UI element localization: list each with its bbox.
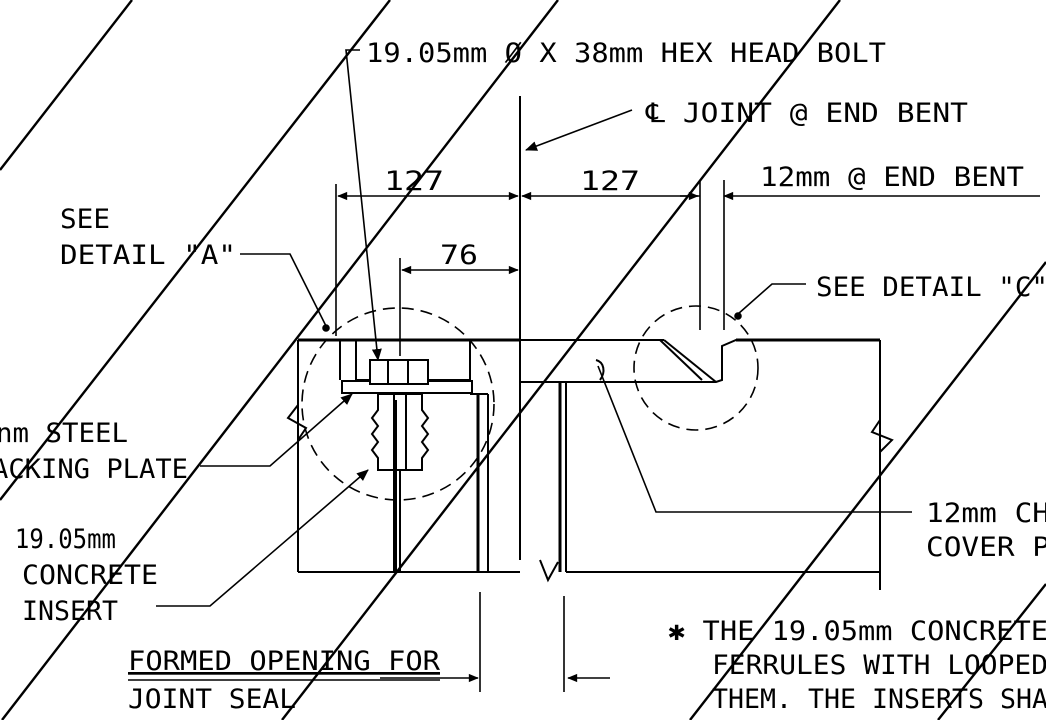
see-label: SEE xyxy=(60,204,110,235)
steel-plate-label-1: nm STEEL xyxy=(0,418,128,449)
centerline-label: ℄ JOINT @ END BENT xyxy=(645,98,968,129)
formed-opening xyxy=(470,382,567,572)
formed-opening-label-2: JOINT SEAL xyxy=(128,684,296,715)
dimension-lines xyxy=(335,180,1040,692)
insert-label-1: * 19.05mm xyxy=(0,524,116,555)
dim-127-right-label: 127 xyxy=(580,166,640,197)
dim-12mm-label: 12mm @ END BENT xyxy=(760,162,1024,193)
insert-label-3: INSERT xyxy=(22,596,118,627)
dim-127-left-label: 127 xyxy=(384,166,444,197)
detail-c-circle xyxy=(633,305,759,431)
note-line-3: THEM. THE INSERTS SHA xyxy=(712,684,1046,715)
centerline-joint xyxy=(519,96,559,583)
insert-label-2: CONCRETE xyxy=(22,560,158,591)
concrete-slab-left xyxy=(286,338,520,573)
note-line-1: ✱ THE 19.05mm CONCRETE xyxy=(668,616,1046,647)
note-line-2: FERRULES WITH LOOPED xyxy=(712,650,1046,681)
formed-opening-label-1: FORMED OPENING FOR xyxy=(128,646,441,677)
detail-c-label: SEE DETAIL "C" xyxy=(816,272,1046,303)
detail-a-circle xyxy=(301,307,495,501)
concrete-slab-right xyxy=(520,338,894,590)
steel-plate-label-2: ACKING PLATE xyxy=(0,454,188,485)
dim-76-label: 76 xyxy=(440,240,478,271)
concrete-insert xyxy=(370,393,430,572)
labels: 19.05mm Ø X 38mm HEX HEAD BOLT ℄ JOINT @… xyxy=(0,38,1046,715)
detail-a-label: DETAIL "A" xyxy=(60,240,236,271)
cover-plate-label-2: COVER P xyxy=(926,532,1046,563)
cover-plate-label-1: 12mm CH xyxy=(926,498,1046,529)
leader-lines xyxy=(156,49,912,607)
